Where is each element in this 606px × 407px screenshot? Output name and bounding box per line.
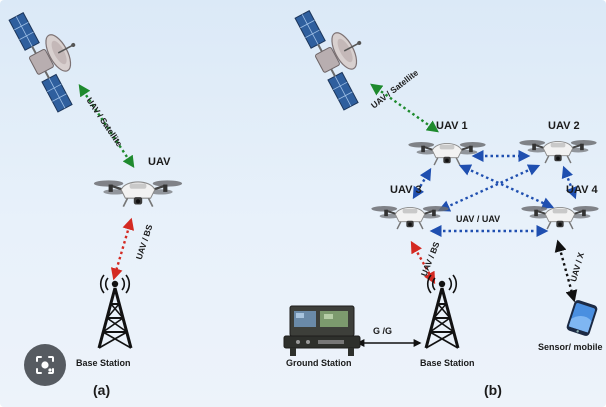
satellite-icon: [8, 0, 101, 113]
uav1-label: UAV 1: [436, 120, 468, 132]
link-uav2-uav3: [437, 164, 541, 212]
base-station-label-b: Base Station: [420, 358, 475, 368]
cell-tower-icon: [97, 273, 133, 350]
ground-station-icon: [283, 305, 361, 356]
link-uav-x: [554, 239, 578, 303]
satellite-icon: [294, 0, 387, 111]
panel-b-caption: (b): [484, 382, 502, 398]
ground-station-label: Ground Station: [286, 358, 352, 368]
link-label-uav-uav: UAV / UAV: [456, 214, 501, 224]
lens-search-button[interactable]: [24, 344, 66, 386]
cell-tower-icon: [424, 273, 460, 350]
uav3-label: UAV 3: [390, 184, 422, 196]
panel-a-caption: (a): [93, 382, 111, 398]
link-uav-bs-b: [410, 240, 436, 285]
drone-icon: [92, 179, 184, 208]
uav-label-a: UAV: [148, 156, 171, 168]
sensor-mobile-label: Sensor/ mobile: [538, 342, 603, 352]
base-station-label-a: Base Station: [76, 358, 131, 368]
drone-icon: [520, 205, 600, 231]
link-uav-satellite-b: [370, 83, 439, 133]
mobile-phone-icon: [566, 300, 598, 336]
lens-search-icon: [36, 356, 54, 374]
uav4-label: UAV 4: [566, 184, 598, 196]
drone-icon: [370, 205, 450, 231]
link-uav-bs-a: [110, 217, 135, 281]
link-uav1-uav4: [458, 164, 555, 209]
drone-icon: [518, 139, 598, 165]
link-label-gg: G /G: [373, 326, 393, 336]
drone-icon: [407, 141, 487, 167]
uav2-label: UAV 2: [548, 120, 580, 132]
